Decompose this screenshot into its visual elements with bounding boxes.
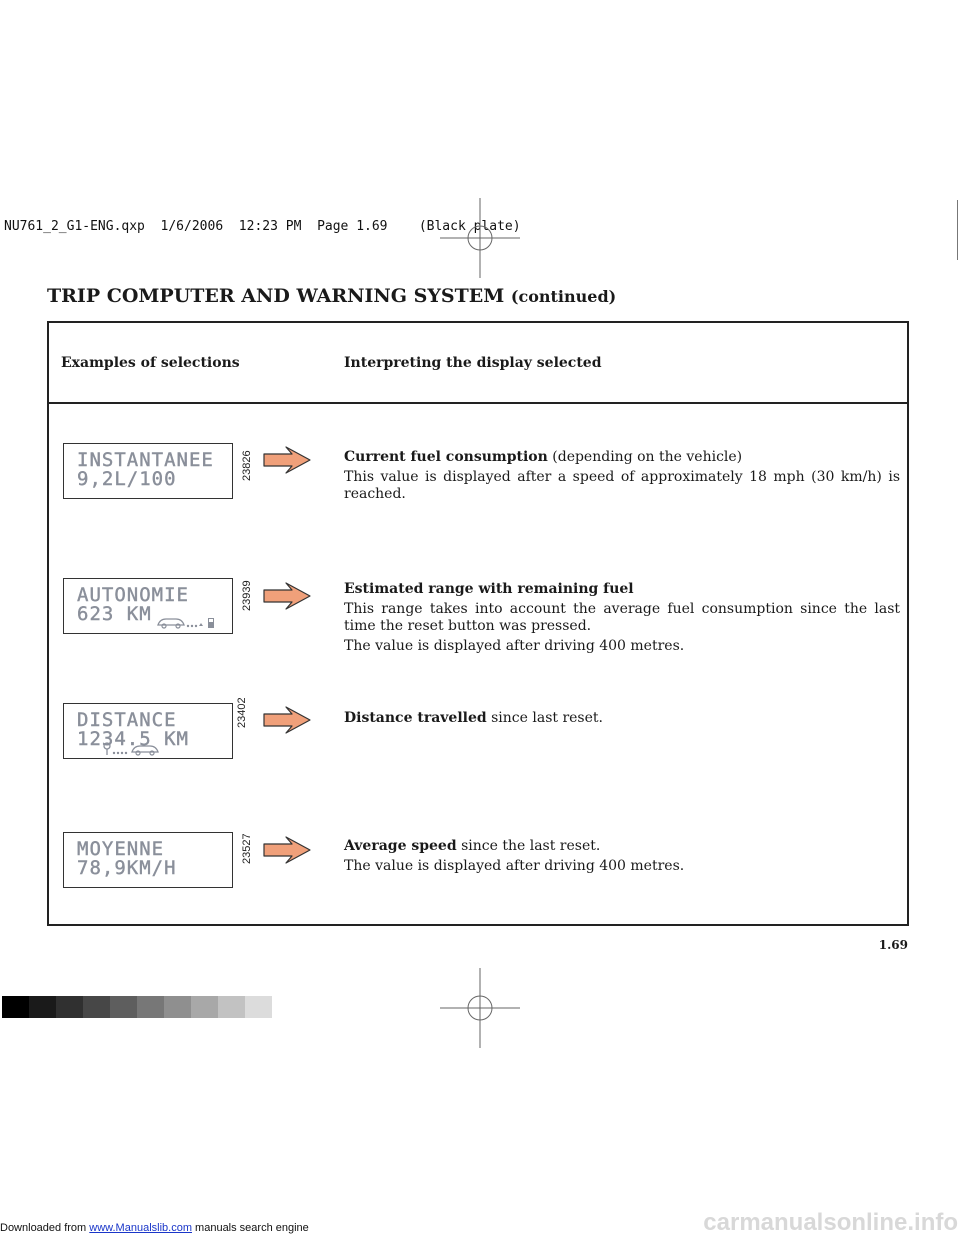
description-lead: Average speed bbox=[344, 838, 457, 854]
description-lead-rest: since the last reset. bbox=[461, 838, 601, 854]
description-lead-rest: since last reset. bbox=[491, 710, 603, 726]
lcd-display: DISTANCE 1234.5 KM bbox=[63, 703, 233, 759]
car-to-fuel-pump-icon bbox=[157, 618, 214, 629]
lcd-line-2: 623 KM bbox=[77, 603, 152, 625]
figure-code: 23826 bbox=[241, 450, 253, 481]
lcd-line-1: MOYENNE bbox=[77, 838, 165, 860]
lcd-line-2: 9,2L/100 bbox=[77, 468, 177, 490]
download-footer: Downloaded from www.Manualslib.com manua… bbox=[0, 1222, 309, 1234]
lcd-line-1: AUTONOMIE bbox=[77, 584, 189, 606]
swatch bbox=[164, 996, 191, 1018]
swatch bbox=[83, 996, 110, 1018]
page-title-suffix: (continued) bbox=[510, 287, 617, 306]
description-paragraph: The value is displayed after driving 400… bbox=[344, 638, 685, 654]
page-title-main: TRIP COMPUTER AND WARNING SYSTEM bbox=[47, 285, 505, 307]
arrow-icon bbox=[263, 582, 311, 610]
description: Distance travelled since last reset. bbox=[344, 710, 900, 730]
table-header: Examples of selections Interpreting the … bbox=[49, 323, 907, 404]
description-lead: Distance travelled bbox=[344, 710, 487, 726]
swatch bbox=[2, 996, 29, 1018]
lcd-display: INSTANTANEE 9,2L/100 bbox=[63, 443, 233, 499]
swatch bbox=[137, 996, 164, 1018]
watermark-text: carmanualsonline.info bbox=[703, 1209, 958, 1236]
arrow-icon bbox=[263, 836, 311, 864]
arrow-icon bbox=[263, 706, 311, 734]
lcd-line-2: 78,9KM/H bbox=[77, 857, 177, 879]
footer-suffix: manuals search engine bbox=[195, 1222, 309, 1234]
description: Estimated range with remaining fuel This… bbox=[344, 581, 900, 658]
page-title: TRIP COMPUTER AND WARNING SYSTEM (contin… bbox=[47, 285, 616, 307]
lcd-line-1: DISTANCE bbox=[77, 709, 177, 731]
registration-mark-top bbox=[440, 198, 520, 278]
description-lead: Estimated range with remaining fuel bbox=[344, 581, 634, 597]
lcd-line-1: INSTANTANEE bbox=[77, 449, 214, 471]
printer-slug: NU761_2_G1-ENG.qxp 1/6/2006 12:23 PM Pag… bbox=[4, 219, 521, 234]
swatch bbox=[110, 996, 137, 1018]
swatch bbox=[218, 996, 245, 1018]
header-examples: Examples of selections bbox=[61, 355, 240, 371]
color-calibration-strip bbox=[2, 996, 272, 1018]
swatch bbox=[245, 996, 272, 1018]
description-paragraph: The value is displayed after driving 400… bbox=[344, 858, 685, 874]
lcd-display: MOYENNE 78,9KM/H bbox=[63, 832, 233, 888]
crop-mark-right bbox=[957, 200, 958, 260]
arrow-icon bbox=[263, 446, 311, 474]
key-to-car-icon bbox=[103, 742, 159, 756]
figure-code: 23527 bbox=[241, 833, 253, 864]
selection-table: Examples of selections Interpreting the … bbox=[47, 321, 909, 926]
header-interpreting: Interpreting the display selected bbox=[344, 355, 602, 371]
description: Average speed since the last reset. The … bbox=[344, 838, 900, 878]
swatch bbox=[191, 996, 218, 1018]
description: Current fuel consumption (depending on t… bbox=[344, 449, 900, 506]
swatch bbox=[29, 996, 56, 1018]
manualslib-link[interactable]: www.Manualslib.com bbox=[89, 1222, 192, 1234]
swatch bbox=[56, 996, 83, 1018]
footer-prefix: Downloaded from bbox=[0, 1222, 87, 1234]
figure-code: 23939 bbox=[241, 580, 253, 611]
page-number: 1.69 bbox=[878, 938, 908, 952]
description-paragraph: This range takes into account the averag… bbox=[344, 601, 900, 634]
description-lead-rest: (depending on the vehicle) bbox=[552, 449, 743, 465]
figure-code: 23402 bbox=[236, 697, 248, 728]
description-lead: Current fuel consumption bbox=[344, 449, 548, 465]
registration-mark-bottom bbox=[440, 968, 520, 1048]
description-paragraph: This value is displayed after a speed of… bbox=[344, 469, 900, 502]
lcd-display: AUTONOMIE 623 KM bbox=[63, 578, 233, 634]
